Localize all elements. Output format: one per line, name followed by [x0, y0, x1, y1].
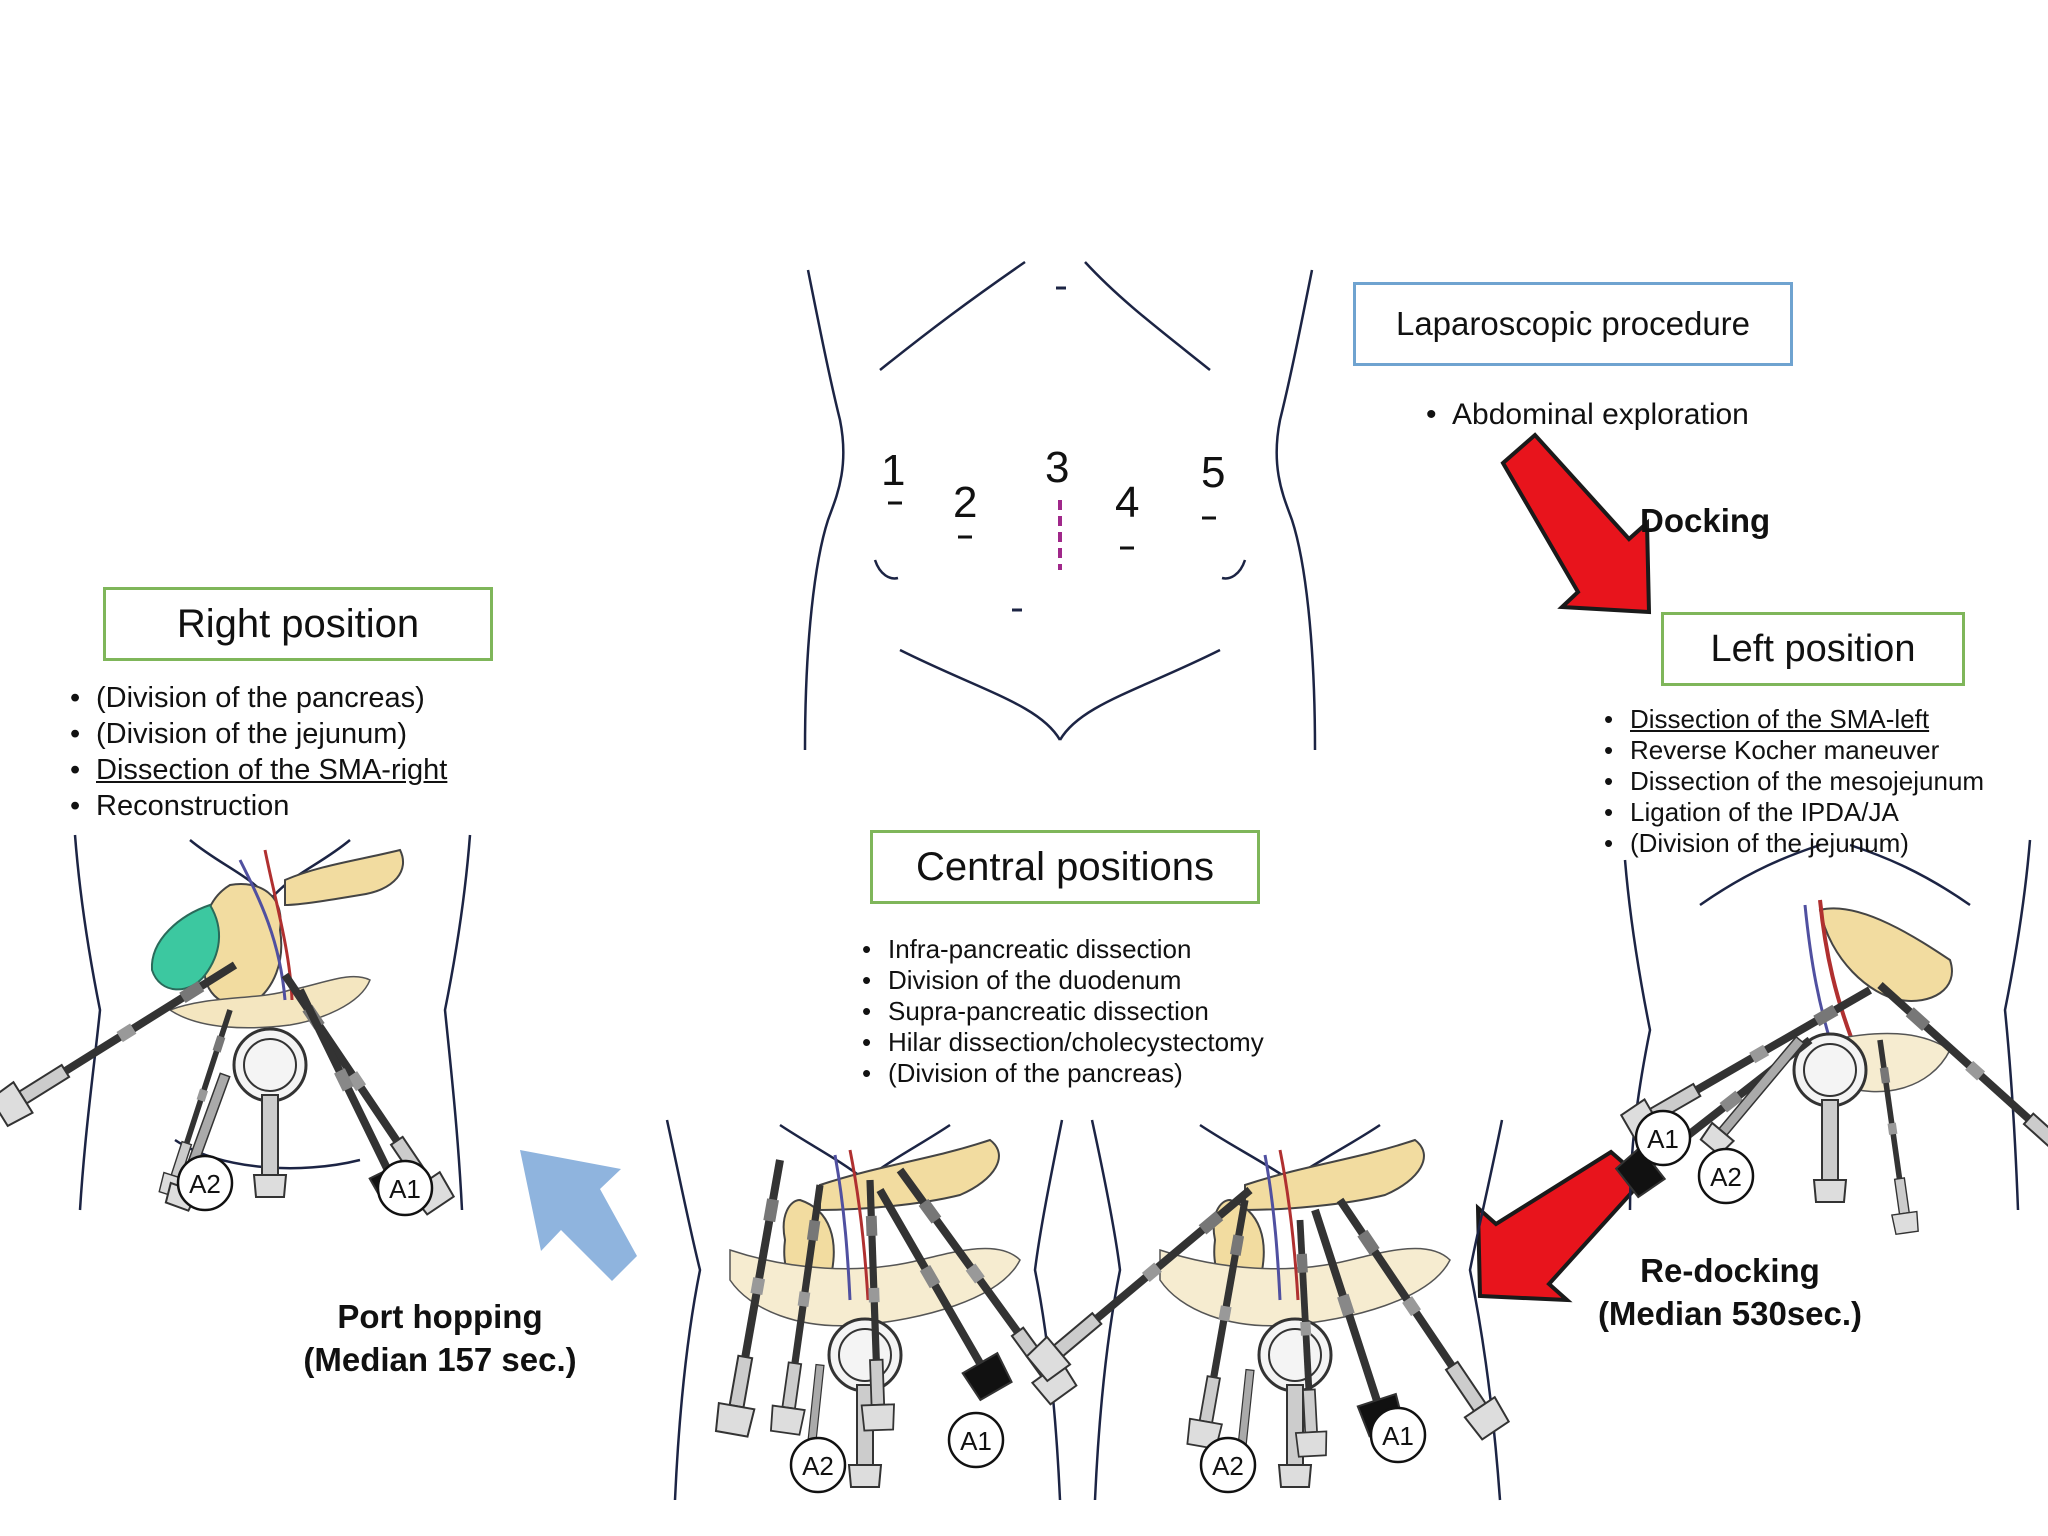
- list-item-text: Reconstruction: [96, 790, 290, 822]
- list-item-text: Supra-pancreatic dissection: [888, 996, 1209, 1026]
- list-item: (Division of the pancreas): [66, 680, 447, 716]
- list-item-text: Dissection of the SMA-right: [96, 754, 448, 786]
- port-number-1: 1: [881, 446, 906, 495]
- port-hopping-line2: (Median 157 sec.): [303, 1340, 577, 1378]
- right-position-illustration: [0, 834, 472, 1217]
- right-position-box: Right position: [103, 587, 493, 661]
- central1-a2-circle: [789, 1436, 847, 1494]
- list-item-text: Infra-pancreatic dissection: [888, 934, 1192, 964]
- list-item-text: Division of the duodenum: [888, 965, 1182, 995]
- list-item: Infra-pancreatic dissection: [858, 934, 1264, 965]
- list-item: Dissection of the SMA-right: [66, 752, 447, 788]
- central1-a1-label: A1: [960, 1426, 992, 1456]
- laparoscopic-list: Abdominal exploration: [1422, 398, 1749, 432]
- list-item: (Division of the jejunum): [1600, 828, 1984, 859]
- list-item: Division of the duodenum: [858, 965, 1264, 996]
- port-hopping-label: Port hopping (Median 157 sec.): [290, 1296, 590, 1382]
- left-a2-circle: [1697, 1147, 1755, 1205]
- list-item: Hilar dissection/cholecystectomy: [858, 1027, 1264, 1058]
- left-a1-circle: [1634, 1109, 1692, 1167]
- left-position-list: Dissection of the SMA-leftReverse Kocher…: [1600, 704, 1984, 859]
- right-position-list: (Division of the pancreas) (Division of t…: [66, 680, 447, 824]
- central-positions-box: Central positions: [870, 830, 1260, 904]
- list-item: Supra-pancreatic dissection: [858, 996, 1264, 1027]
- list-item: Dissection of the SMA-left: [1600, 704, 1984, 735]
- central2-a2-label: A2: [1212, 1451, 1244, 1481]
- re-docking-arrow: [1475, 1149, 1646, 1303]
- left-a1-label: A1: [1647, 1124, 1679, 1154]
- left-a2-label: A2: [1710, 1162, 1742, 1192]
- list-item: Reconstruction: [66, 788, 447, 824]
- port-hopping-line1: Port hopping: [337, 1298, 543, 1335]
- central1-a2-label: A2: [802, 1451, 834, 1481]
- list-item-text: Ligation of the IPDA/JA: [1630, 797, 1899, 827]
- list-item: Abdominal exploration: [1422, 398, 1749, 432]
- list-item-text: (Division of the jejunum): [96, 718, 408, 750]
- right-a2-label: A2: [189, 1169, 221, 1199]
- central-positions-list: Infra-pancreatic dissectionDivision of t…: [858, 934, 1264, 1089]
- list-item-text: Reverse Kocher maneuver: [1630, 735, 1940, 765]
- port-number-5: 5: [1201, 448, 1226, 497]
- list-item-text: Dissection of the mesojejunum: [1630, 766, 1985, 796]
- central2-a1-label: A1: [1382, 1421, 1414, 1451]
- left-position-box: Left position: [1661, 612, 1965, 686]
- list-item: (Division of the jejunum): [66, 716, 447, 752]
- central-illustration-2: [1024, 1119, 1512, 1501]
- docking-arrow: [1500, 432, 1652, 615]
- re-docking-label: Re-docking (Median 530sec.): [1580, 1250, 1880, 1336]
- central-illustration-1: [665, 1119, 1079, 1501]
- list-item-text: Hilar dissection/cholecystectomy: [888, 1027, 1264, 1057]
- re-docking-line1: Re-docking: [1640, 1252, 1820, 1289]
- list-item-text: Dissection of the SMA-left: [1630, 704, 1930, 734]
- laparoscopic-procedure-box: Laparoscopic procedure: [1353, 282, 1793, 366]
- docking-label: Docking: [1640, 502, 1771, 539]
- list-item: (Division of the pancreas): [858, 1058, 1264, 1089]
- port-number-2: 2: [953, 478, 978, 527]
- torso-top-illustration: [803, 260, 1317, 751]
- list-item-text: (Division of the pancreas): [96, 682, 425, 714]
- right-a1-circle: [376, 1159, 434, 1217]
- port-number-4: 4: [1115, 478, 1140, 527]
- port-number-3: 3: [1045, 443, 1070, 492]
- list-item-text: (Division of the pancreas): [888, 1058, 1183, 1088]
- re-docking-line2: (Median 530sec.): [1597, 1294, 1863, 1332]
- port-hopping-arrow: [520, 1150, 637, 1281]
- central1-a1-circle: [947, 1411, 1005, 1469]
- list-item: Reverse Kocher maneuver: [1600, 735, 1984, 766]
- central2-a1-circle: [1369, 1406, 1427, 1464]
- left-position-illustration: [1613, 839, 2048, 1236]
- list-item: Dissection of the mesojejunum: [1600, 766, 1984, 797]
- port-marks: [888, 501, 1216, 550]
- list-item-text: (Division of the jejunum): [1630, 828, 1909, 858]
- right-a2-circle: [176, 1154, 234, 1212]
- list-item: Ligation of the IPDA/JA: [1600, 797, 1984, 828]
- central2-a2-circle: [1199, 1436, 1257, 1494]
- right-a1-label: A1: [389, 1174, 421, 1204]
